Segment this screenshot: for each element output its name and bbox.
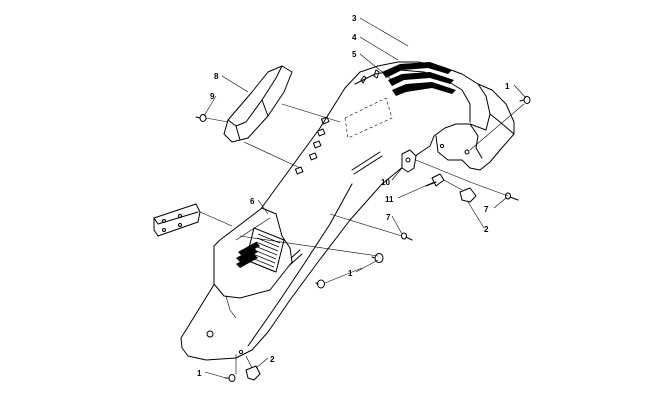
- body-hole: [206, 330, 214, 338]
- body-hole-small: [238, 349, 244, 355]
- rivet-1-middle: [371, 253, 384, 263]
- nut-2-bottom: [245, 365, 261, 381]
- bolt-11: [425, 173, 445, 187]
- decal-4: [388, 72, 454, 86]
- bracket-10: [401, 149, 417, 173]
- fender-body: [180, 61, 515, 361]
- callout-11: 11: [385, 195, 394, 204]
- nut-2-right: [459, 187, 477, 203]
- top-stripe-decals: [382, 62, 456, 96]
- bumper-pad: [223, 65, 293, 143]
- mounting-bar: [153, 203, 201, 237]
- callout-8: 8: [214, 72, 219, 81]
- screw-7-right: [505, 192, 519, 201]
- rivet-1-upper: [519, 96, 531, 104]
- callout-9: 9: [210, 92, 215, 101]
- callout-6: 6: [250, 197, 255, 206]
- callout-3: 3: [352, 14, 357, 23]
- screw-7-middle: [401, 232, 413, 241]
- callout-7-middle: 7: [386, 213, 391, 222]
- warning-label-decal: [236, 227, 285, 273]
- callout-1-middle: 1: [348, 269, 353, 278]
- decal-5: [392, 82, 456, 96]
- arch-slots: [360, 69, 380, 84]
- callout-2-bottom: 2: [270, 355, 275, 364]
- decal-3: [382, 62, 452, 78]
- reference-outline: [344, 97, 393, 139]
- reflector-slots: [294, 116, 330, 175]
- callout-4: 4: [352, 33, 357, 42]
- rivet-1-bottom: [224, 374, 236, 382]
- callout-7-right: 7: [484, 205, 489, 214]
- callout-2-right: 2: [484, 225, 489, 234]
- rivet-1-lower: [315, 279, 325, 289]
- callout-1-upper: 1: [505, 82, 510, 91]
- callout-5: 5: [352, 50, 357, 59]
- callout-10: 10: [381, 178, 390, 187]
- callout-1-bottom: 1: [197, 369, 202, 378]
- assembly-lines: [199, 17, 527, 379]
